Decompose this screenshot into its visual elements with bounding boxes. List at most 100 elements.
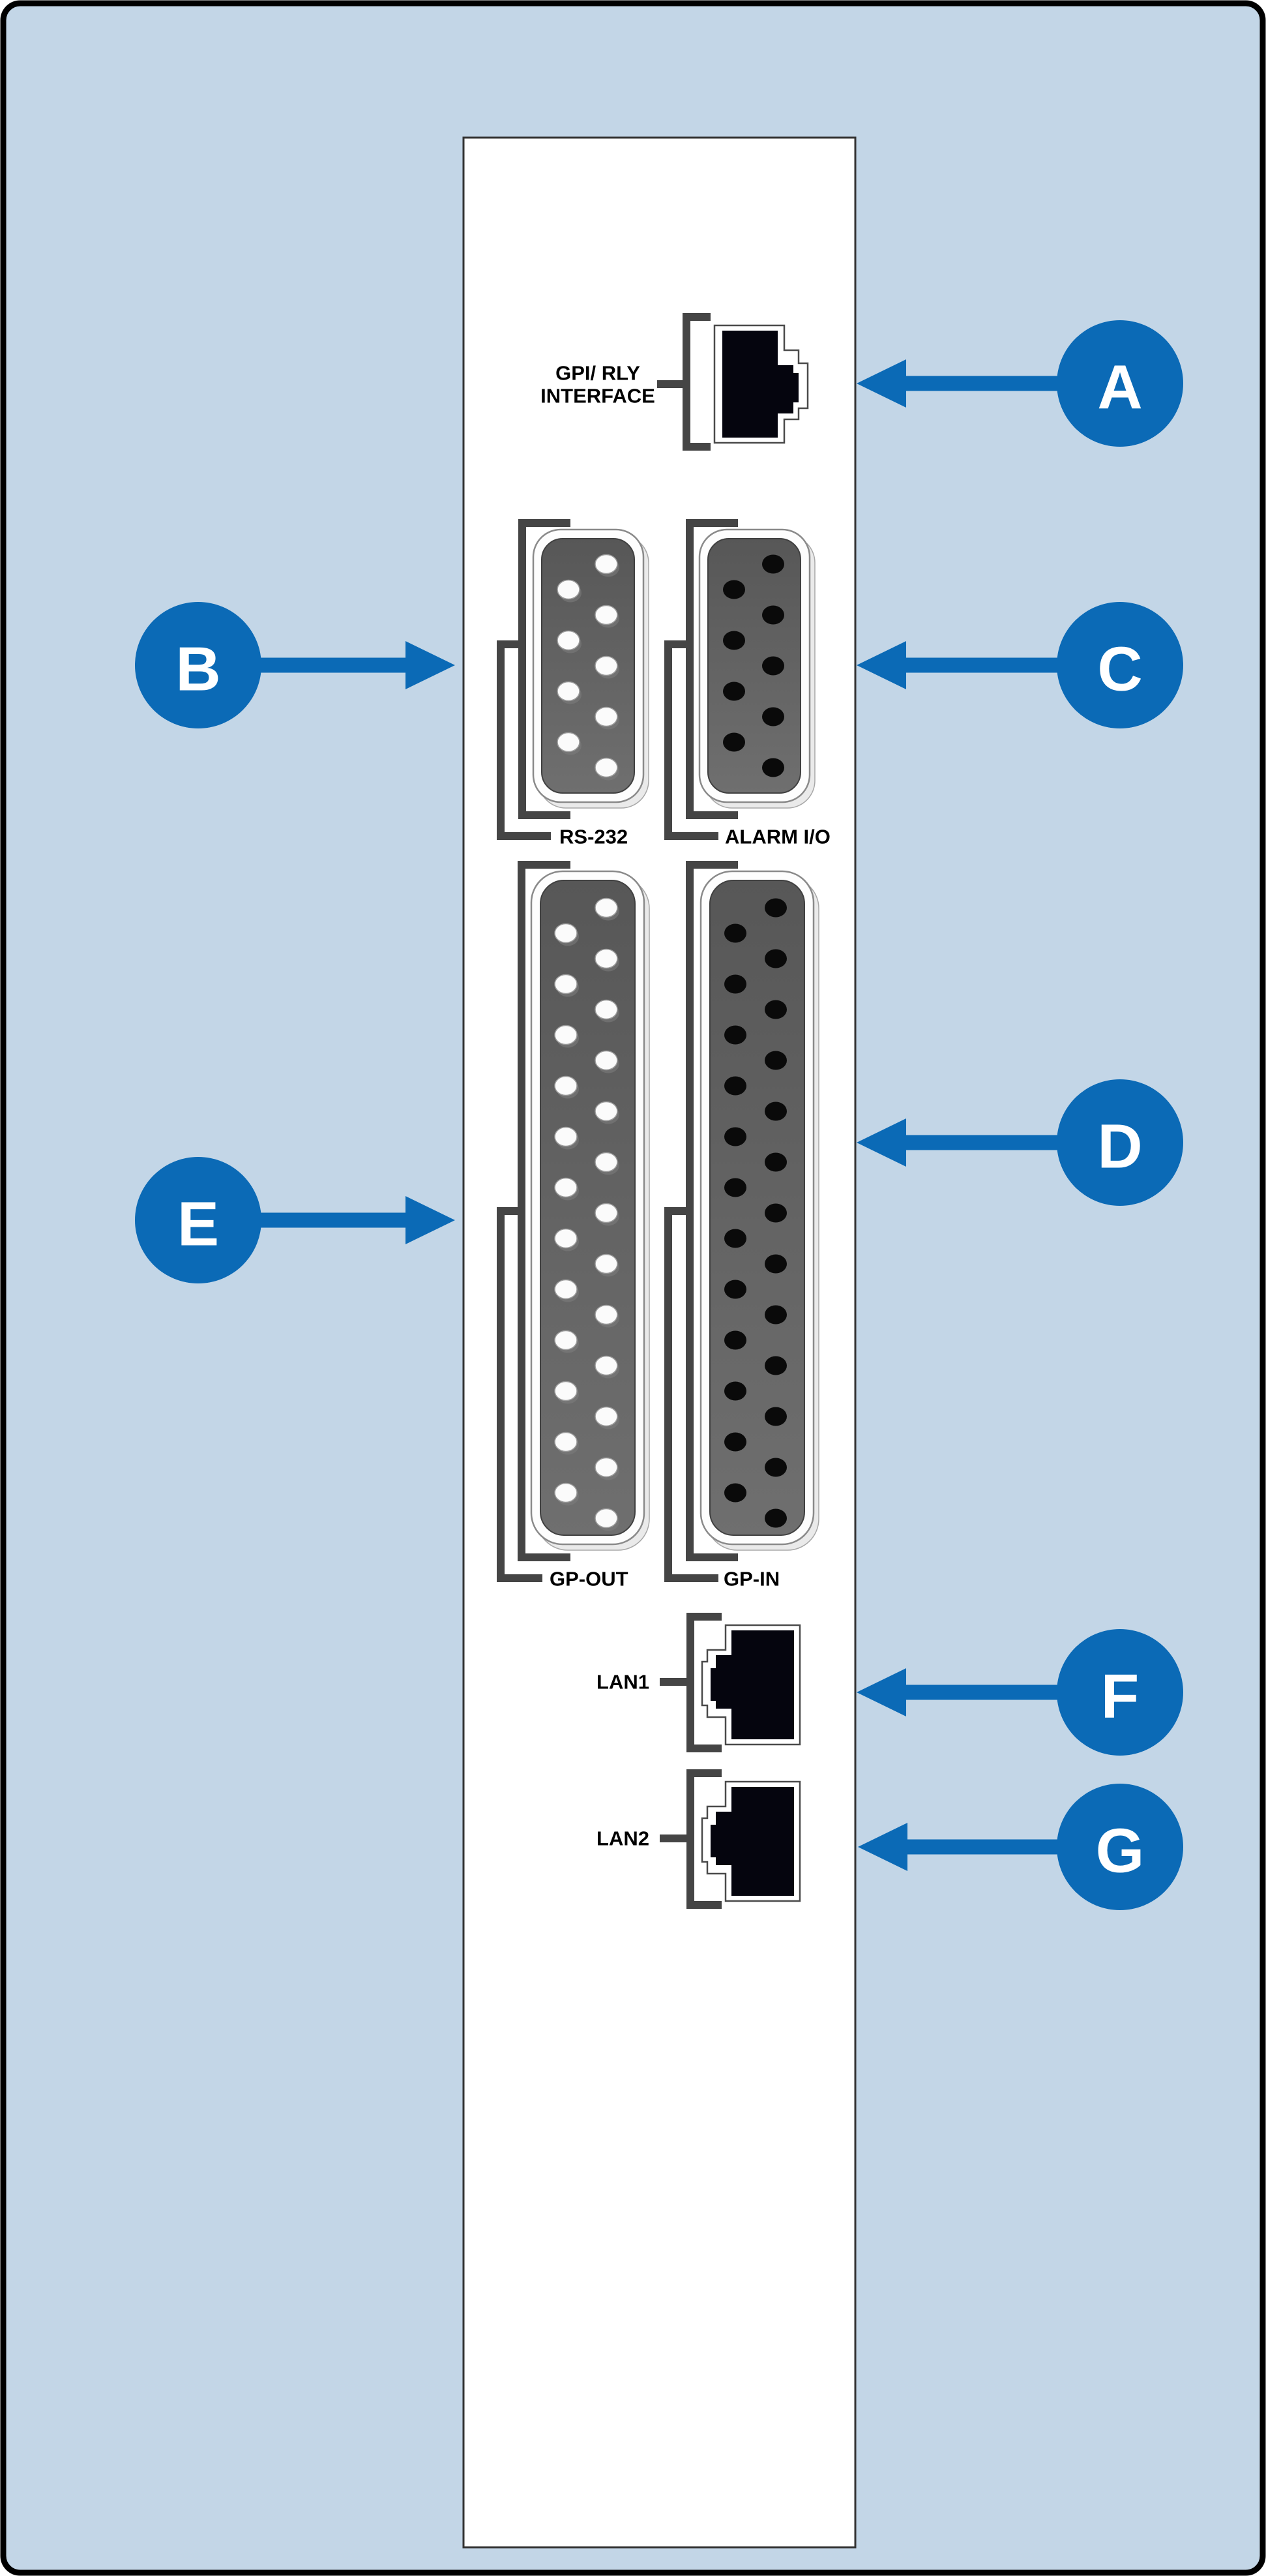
male-pin — [554, 1279, 578, 1300]
mounting-bracket-outer — [664, 640, 718, 840]
callout-arrow — [858, 1823, 1082, 1871]
female-socket — [724, 1483, 746, 1503]
callout-letter: A — [1097, 353, 1142, 423]
connector-face — [541, 538, 635, 794]
male-pin — [557, 630, 580, 651]
callout-letter: E — [177, 1190, 219, 1259]
callout-letter: C — [1097, 635, 1142, 704]
lan2-jack: LAN2 — [596, 1769, 801, 1909]
female-socket — [765, 1356, 787, 1375]
male-pin — [595, 554, 618, 575]
male-pin — [595, 948, 618, 969]
callout-a: A — [857, 320, 1183, 447]
callout-circle — [1057, 1629, 1183, 1756]
callout-letter: F — [1101, 1662, 1140, 1731]
male-pin — [595, 1101, 618, 1122]
male-pin — [554, 1381, 578, 1401]
callout-d: D — [857, 1079, 1183, 1206]
alarm-io-label: ALARM I/O — [725, 826, 831, 848]
callout-circle — [1057, 1079, 1183, 1206]
female-socket — [765, 1203, 787, 1223]
female-socket — [724, 974, 746, 994]
gp-out-label: GP-OUT — [550, 1568, 628, 1591]
female-socket — [765, 1508, 787, 1528]
callout-arrow — [857, 359, 1082, 408]
male-pin — [554, 1482, 578, 1503]
callout-letter: G — [1096, 1816, 1145, 1886]
female-socket — [723, 732, 745, 752]
female-socket — [765, 1407, 787, 1426]
female-socket — [724, 1229, 746, 1248]
callout-f: F — [857, 1629, 1183, 1756]
lan1-label: LAN1 — [596, 1671, 649, 1694]
male-pin — [595, 1050, 618, 1071]
male-pin — [595, 605, 618, 625]
pin-field — [723, 554, 784, 777]
gpi-rly-jack: GPI/ RLY INTERFACE — [540, 313, 809, 451]
callout-circle — [1057, 320, 1183, 447]
male-pin — [595, 1457, 618, 1478]
connector-face — [709, 880, 805, 1536]
female-socket — [765, 898, 787, 918]
gp-out-connector: GP-OUT — [497, 861, 650, 1591]
callout-circle — [1057, 602, 1183, 728]
male-pin — [554, 1330, 578, 1351]
male-pin — [554, 923, 578, 944]
callout-b: B — [135, 602, 455, 728]
male-pin — [554, 1177, 578, 1198]
female-socket — [724, 1381, 746, 1401]
male-pin — [595, 757, 618, 778]
female-socket — [765, 1101, 787, 1121]
male-pin — [557, 732, 580, 753]
female-socket — [724, 1330, 746, 1350]
callout-letter: B — [175, 635, 220, 704]
female-socket — [762, 605, 784, 625]
callout-e: E — [135, 1157, 455, 1283]
callout-arrow — [857, 641, 1082, 689]
male-pin — [595, 655, 618, 676]
male-pin — [595, 1406, 618, 1427]
male-pin — [595, 706, 618, 727]
female-socket — [765, 1152, 787, 1172]
female-socket — [762, 707, 784, 726]
connector-face — [540, 880, 636, 1536]
mounting-bracket-inner — [518, 861, 570, 1561]
male-pin — [595, 1203, 618, 1223]
female-socket — [723, 681, 745, 701]
rj45-plug — [711, 1630, 794, 1739]
female-socket — [724, 1178, 746, 1197]
callout-circle — [1057, 1784, 1183, 1910]
female-socket — [762, 758, 784, 777]
male-pin — [557, 681, 580, 702]
callout-arrow — [857, 1668, 1082, 1716]
gp-in-label: GP-IN — [724, 1568, 780, 1591]
callout-circle — [135, 1157, 261, 1283]
callout-arrow — [236, 641, 455, 689]
callout-letter: D — [1097, 1112, 1142, 1182]
female-socket — [724, 1280, 746, 1299]
male-pin — [595, 1152, 618, 1173]
female-socket — [724, 1076, 746, 1096]
mounting-bracket-outer — [497, 1207, 542, 1582]
female-socket — [762, 656, 784, 676]
male-pin — [554, 1025, 578, 1045]
male-pin — [554, 1431, 578, 1452]
female-socket — [765, 1051, 787, 1070]
rs232-label: RS-232 — [559, 826, 628, 848]
male-pin — [595, 1253, 618, 1274]
rj45-plug — [711, 1787, 794, 1896]
connector-face — [707, 538, 801, 794]
male-pin — [554, 1126, 578, 1147]
female-socket — [762, 554, 784, 574]
gpi-rly-label-line1: GPI/ RLY — [555, 362, 640, 385]
rj45-plug — [722, 331, 799, 438]
gpi-rly-label-line2: INTERFACE — [540, 385, 655, 408]
mounting-bracket-outer — [497, 640, 551, 840]
female-socket — [765, 1000, 787, 1019]
female-socket — [723, 580, 745, 599]
female-socket — [765, 1458, 787, 1477]
lan1-jack: LAN1 — [596, 1613, 801, 1752]
male-pin — [554, 1228, 578, 1249]
